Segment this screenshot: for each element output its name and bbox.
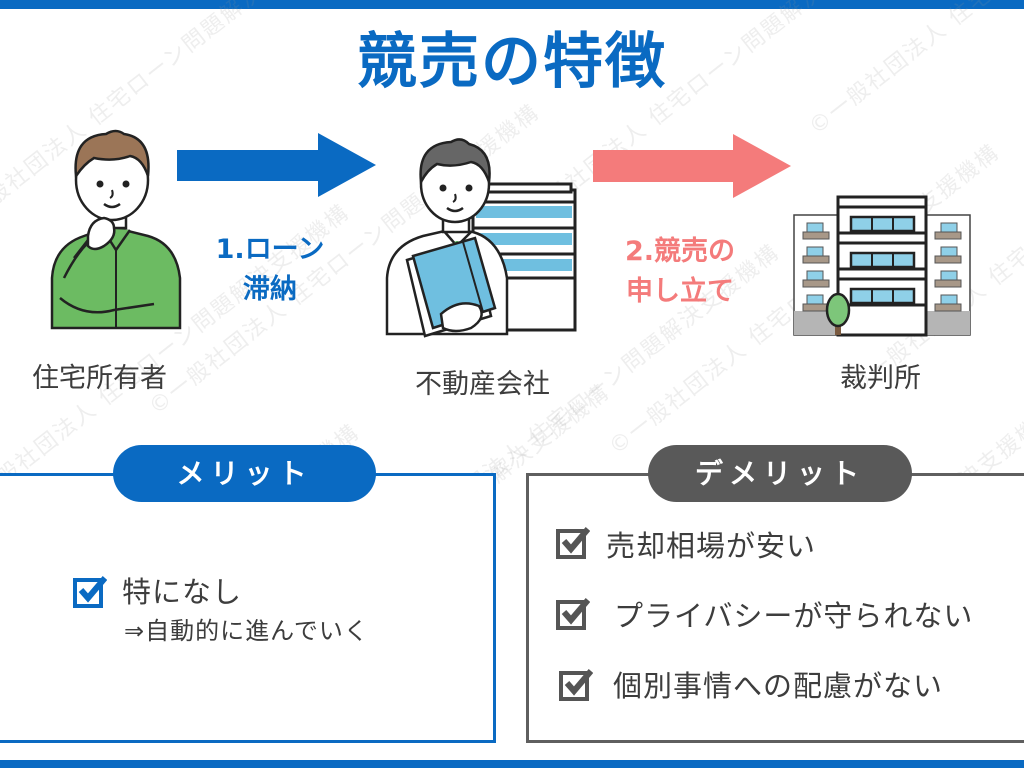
step-2-line2: 申し立て	[626, 276, 734, 307]
actor-label-court: 裁判所	[840, 363, 921, 394]
realtor-with-documents-icon	[383, 138, 583, 338]
step-1-number: 1.	[215, 234, 245, 265]
step-2-label: 2.競売の 申し立て	[605, 232, 755, 312]
step-1-line2: 滞納	[243, 274, 297, 305]
step-1-line1: ローン	[244, 234, 325, 265]
step-2-number: 2.	[624, 236, 655, 267]
checkbox-checked-icon	[559, 669, 593, 701]
demerit-item-text: 売却相場が安い	[606, 529, 817, 563]
court-building-icon	[793, 193, 971, 338]
merit-heading: メリット	[113, 445, 376, 502]
checkbox-checked-icon	[556, 598, 590, 630]
checkbox-checked-icon	[73, 576, 107, 608]
merit-item-text: 特になし	[122, 575, 243, 609]
actor-label-real-estate: 不動産会社	[415, 369, 550, 400]
step-1-label: 1.ローン 滞納	[200, 230, 340, 310]
actor-label-homeowner: 住宅所有者	[32, 363, 167, 394]
step-2-line1: 競売の	[654, 236, 736, 267]
demerit-item-text: 個別事情への配慮がない	[613, 669, 944, 703]
arrow-right-pink-icon	[593, 134, 791, 198]
demerit-heading: デメリット	[648, 445, 912, 502]
top-accent-bar	[0, 0, 1024, 9]
checkbox-checked-icon	[556, 527, 590, 559]
arrow-right-blue-icon	[177, 133, 376, 197]
page-title: 競売の特徴	[357, 27, 667, 97]
merit-panel	[0, 473, 496, 743]
demerit-item-text: プライバシーが守られない	[614, 599, 974, 633]
bottom-accent-bar	[0, 760, 1024, 768]
merit-item-sub: ⇒自動的に進んでいく	[124, 617, 369, 645]
homeowner-thinking-person-icon	[44, 128, 189, 333]
demerit-panel	[526, 473, 1024, 743]
